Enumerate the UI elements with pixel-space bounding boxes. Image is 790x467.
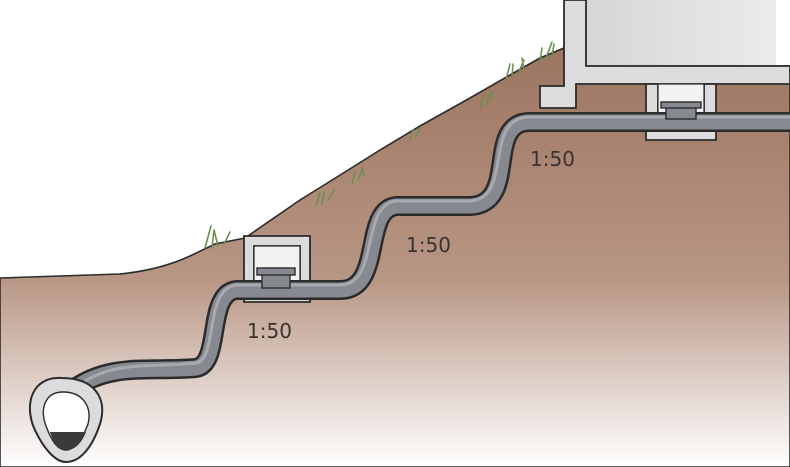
lower-chamber-fitting	[256, 267, 296, 289]
sewer-water	[50, 432, 86, 450]
upper-chamber-fitting	[660, 101, 702, 120]
sewer-main	[28, 376, 104, 464]
building-interior	[586, 0, 776, 66]
slope-label-upper: 1:50	[530, 147, 575, 171]
drain-pipe	[62, 112, 790, 400]
grass-tufts	[204, 41, 555, 249]
building-wall	[539, 0, 790, 109]
slope-label-middle: 1:50	[406, 233, 451, 257]
slope-label-lower: 1:50	[247, 319, 292, 343]
